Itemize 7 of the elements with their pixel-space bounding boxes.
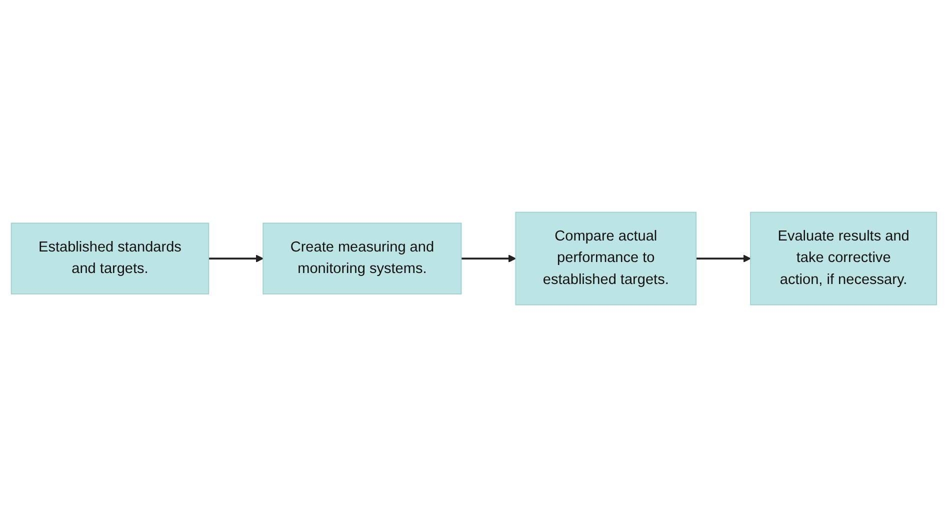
arrow	[208, 254, 264, 262]
node-box: Create measuring and monitoring systems.	[262, 222, 462, 294]
node-box: Compare actual performance to established targets.	[514, 212, 696, 306]
arrow	[460, 254, 516, 262]
arrow	[696, 254, 750, 262]
node-box: Established standards and targets.	[10, 222, 209, 294]
node-box: Evaluate results and take corrective action, if necessary.	[750, 212, 937, 306]
